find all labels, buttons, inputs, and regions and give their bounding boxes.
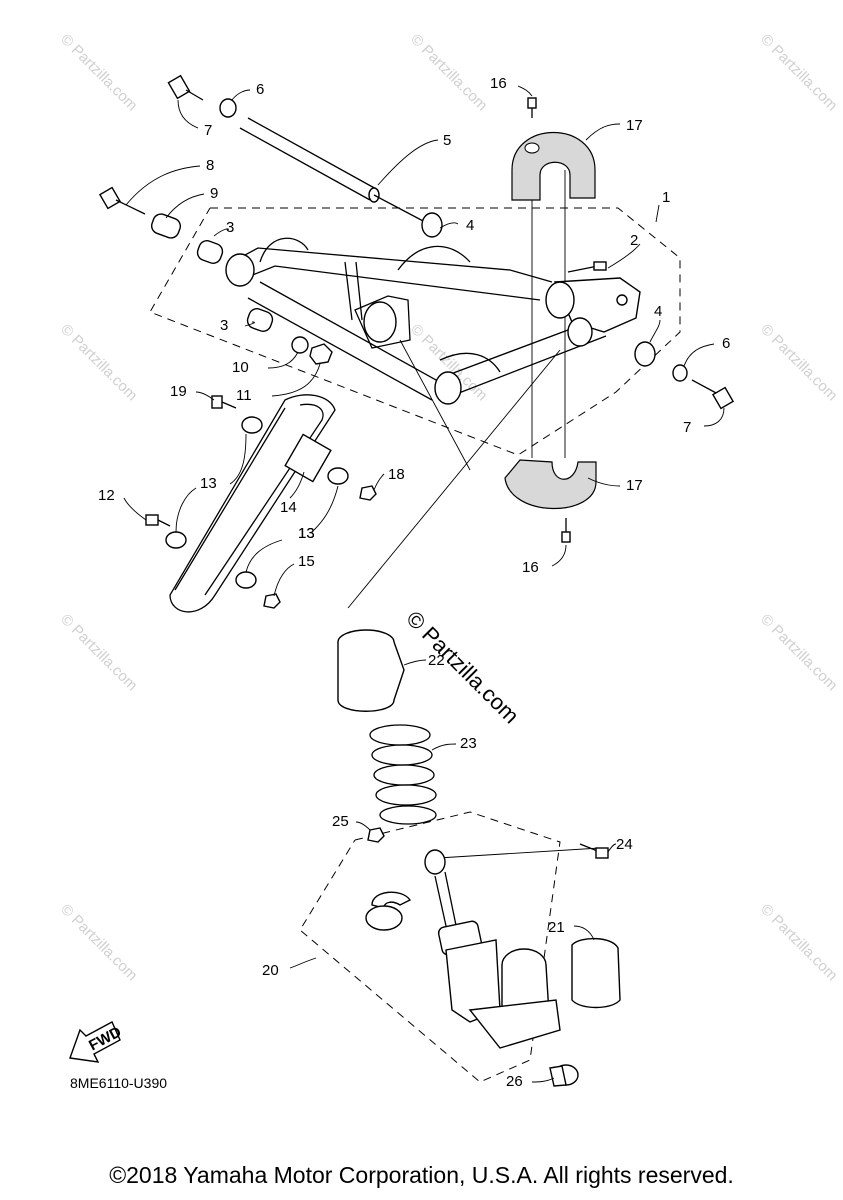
watermark: © Partzilla.com bbox=[57, 901, 140, 984]
callout-11: 11 bbox=[236, 387, 252, 404]
watermark-center: © Partzilla.com bbox=[401, 606, 524, 729]
callout-16: 16 bbox=[522, 559, 539, 576]
callout-6: 6 bbox=[256, 81, 264, 98]
watermark: © Partzilla.com bbox=[407, 31, 490, 114]
callout-12: 12 bbox=[98, 487, 115, 504]
callout-5: 5 bbox=[443, 132, 451, 149]
callout-14: 14 bbox=[280, 499, 297, 516]
callout-10: 10 bbox=[232, 359, 249, 376]
callout-18: 18 bbox=[388, 466, 405, 483]
fwd-arrow: FWD bbox=[69, 1021, 124, 1063]
copyright-notice: ©2018 Yamaha Motor Corporation, U.S.A. A… bbox=[109, 1162, 734, 1188]
callout-24: 24 bbox=[616, 836, 633, 853]
callout-9: 9 bbox=[210, 185, 218, 202]
callout-26: 26 bbox=[506, 1073, 523, 1090]
watermark: © Partzilla.com bbox=[757, 901, 840, 984]
callout-1: 1 bbox=[662, 189, 670, 206]
callout-7: 7 bbox=[204, 122, 212, 139]
watermark: © Partzilla.com bbox=[757, 611, 840, 694]
callout-8: 8 bbox=[206, 157, 214, 174]
pivot-shaft bbox=[239, 117, 443, 238]
watermarks: © Partzilla.com © Partzilla.com © Partzi… bbox=[57, 31, 840, 984]
callout-3: 3 bbox=[220, 317, 228, 334]
callout-7: 7 bbox=[683, 419, 691, 436]
callout-16: 16 bbox=[490, 75, 507, 92]
callout-4: 4 bbox=[654, 303, 662, 320]
watermark: © Partzilla.com bbox=[757, 31, 840, 114]
swing-arm bbox=[225, 237, 641, 405]
callout-22: 22 bbox=[428, 652, 445, 669]
protector-bottom bbox=[504, 459, 597, 543]
limit-strap bbox=[145, 394, 377, 613]
shock-absorber bbox=[365, 827, 609, 1049]
callout-19: 19 bbox=[170, 383, 187, 400]
callout-13: 13 bbox=[298, 525, 315, 542]
callout-15: 15 bbox=[298, 553, 315, 570]
callout-17: 17 bbox=[626, 117, 643, 134]
top-left-fasteners bbox=[98, 74, 333, 365]
watermark: © Partzilla.com bbox=[57, 611, 140, 694]
callout-13: 13 bbox=[298, 525, 315, 542]
callout-25: 25 bbox=[332, 813, 349, 830]
watermark: © Partzilla.com bbox=[757, 321, 840, 404]
bump-stopper bbox=[337, 629, 405, 712]
spring bbox=[369, 724, 437, 825]
protector-top bbox=[511, 97, 596, 201]
watermark: © Partzilla.com bbox=[57, 31, 140, 114]
callouts: 1 2 3 3 4 4 5 6 6 7 7 8 9 10 11 12 13 13 bbox=[98, 75, 730, 1090]
right-fasteners bbox=[593, 261, 735, 410]
callout-6: 6 bbox=[722, 335, 730, 352]
diagram-code: 8ME6110-U390 bbox=[70, 1075, 168, 1091]
callout-17: 17 bbox=[626, 477, 643, 494]
callout-3: 3 bbox=[226, 219, 234, 236]
callout-23: 23 bbox=[460, 735, 477, 752]
callout-2: 2 bbox=[630, 232, 638, 249]
callout-4: 4 bbox=[466, 217, 474, 234]
callout-20: 20 bbox=[262, 962, 279, 979]
callout-21: 21 bbox=[548, 919, 565, 936]
watermark: © Partzilla.com bbox=[57, 321, 140, 404]
decal-and-collar bbox=[549, 937, 621, 1087]
callout-13: 13 bbox=[200, 475, 217, 492]
